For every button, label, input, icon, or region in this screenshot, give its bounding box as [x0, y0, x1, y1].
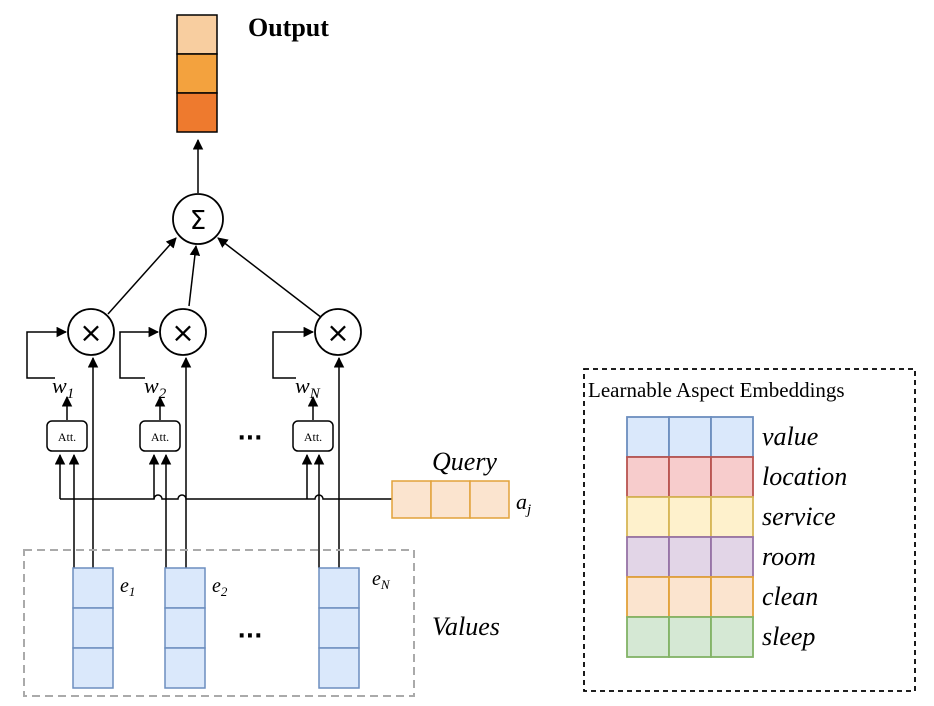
mult-symbol: ×: [326, 316, 349, 349]
weight-loop-N: [272, 326, 315, 379]
embedding-label-N: eN: [372, 568, 391, 592]
value-vector-2: [164, 567, 206, 689]
aspect-cell: [668, 416, 712, 458]
legend-box: [583, 368, 916, 692]
aspect-cell: [710, 536, 754, 578]
value-cell: [164, 567, 206, 609]
weight-loop-1: [26, 326, 68, 379]
query-vector: [391, 480, 510, 519]
weight-label-2: w2: [144, 373, 167, 402]
att-ellipsis: ···: [237, 426, 262, 451]
sum-node: [172, 193, 224, 245]
aspect-row-location: location: [626, 456, 847, 498]
value-cell: [164, 607, 206, 649]
output-cell-2: [176, 53, 218, 94]
aspect-cell: [626, 536, 670, 578]
aspect-cell: [626, 576, 670, 618]
aspect-cell: [710, 456, 754, 498]
aspect-label: value: [762, 422, 818, 451]
aspect-cell: [710, 416, 754, 458]
weight-loop-2: [119, 326, 160, 379]
aspect-cell: [668, 616, 712, 658]
arrow-mult1-to-sum: [107, 237, 177, 315]
aspect-row-sleep: sleep: [626, 616, 815, 658]
mult-node-2: ×: [159, 308, 207, 356]
arrow-multN-to-sum: [217, 237, 323, 319]
mult-symbol: ×: [171, 316, 194, 349]
sum-symbol: Σ: [190, 206, 206, 236]
aspect-cell: [710, 496, 754, 538]
query-vector-label: aj: [516, 489, 531, 518]
aspect-cell: [626, 616, 670, 658]
svg-text:Att.: Att.: [151, 430, 169, 444]
output-vector: [176, 14, 218, 133]
value-cell: [72, 567, 114, 609]
att-box-N: Att.: [292, 420, 334, 452]
values-ellipsis: ···: [237, 624, 262, 649]
value-cell: [318, 607, 360, 649]
aspect-cell: [626, 456, 670, 498]
aspect-label: clean: [762, 582, 818, 611]
mult-node-N: ×: [314, 308, 362, 356]
arrow-mult2-to-sum: [188, 244, 201, 307]
value-vector-N: [318, 567, 360, 689]
value-vector-1: [72, 567, 114, 689]
aspect-label: sleep: [762, 622, 815, 651]
aspect-cell: [668, 576, 712, 618]
aspect-embedding-list: value location service room clean sleep: [626, 416, 847, 658]
svg-text:Att.: Att.: [58, 430, 76, 444]
aspect-row-room: room: [626, 536, 816, 578]
aspect-row-value: value: [626, 416, 818, 458]
value-cell: [72, 607, 114, 649]
att-box-2: Att.: [139, 420, 181, 452]
query-label: Query: [432, 447, 497, 476]
aspect-label: location: [762, 462, 847, 491]
legend-title: Learnable Aspect Embeddings: [588, 378, 845, 402]
weight-label-1: w1: [52, 373, 74, 402]
aspect-cell: [710, 616, 754, 658]
weight-label-N: wN: [295, 373, 321, 402]
value-cell: [318, 647, 360, 689]
value-cell: [318, 567, 360, 609]
aspect-label: service: [762, 502, 836, 531]
mult-symbol: ×: [79, 316, 102, 349]
output-cell-1: [176, 14, 218, 55]
aspect-cell: [710, 576, 754, 618]
aspect-cell: [668, 456, 712, 498]
values-label: Values: [432, 612, 500, 641]
embedding-label-1: e1: [120, 575, 135, 599]
aspect-label: room: [762, 542, 816, 571]
aspect-row-clean: clean: [626, 576, 818, 618]
mult-node-1: ×: [67, 308, 115, 356]
aspect-cell: [626, 496, 670, 538]
aspect-cell: [668, 496, 712, 538]
value-cell: [72, 647, 114, 689]
aspect-cell: [626, 416, 670, 458]
svg-text:Att.: Att.: [304, 430, 322, 444]
value-cell: [164, 647, 206, 689]
output-label: Output: [248, 13, 329, 42]
values-region: [23, 549, 415, 697]
att-box-1: Att.: [46, 420, 88, 452]
query-line: [60, 494, 392, 500]
aspect-row-service: service: [626, 496, 836, 538]
output-cell-3: [176, 92, 218, 133]
embedding-label-2: e2: [212, 575, 228, 599]
aspect-cell: [668, 536, 712, 578]
